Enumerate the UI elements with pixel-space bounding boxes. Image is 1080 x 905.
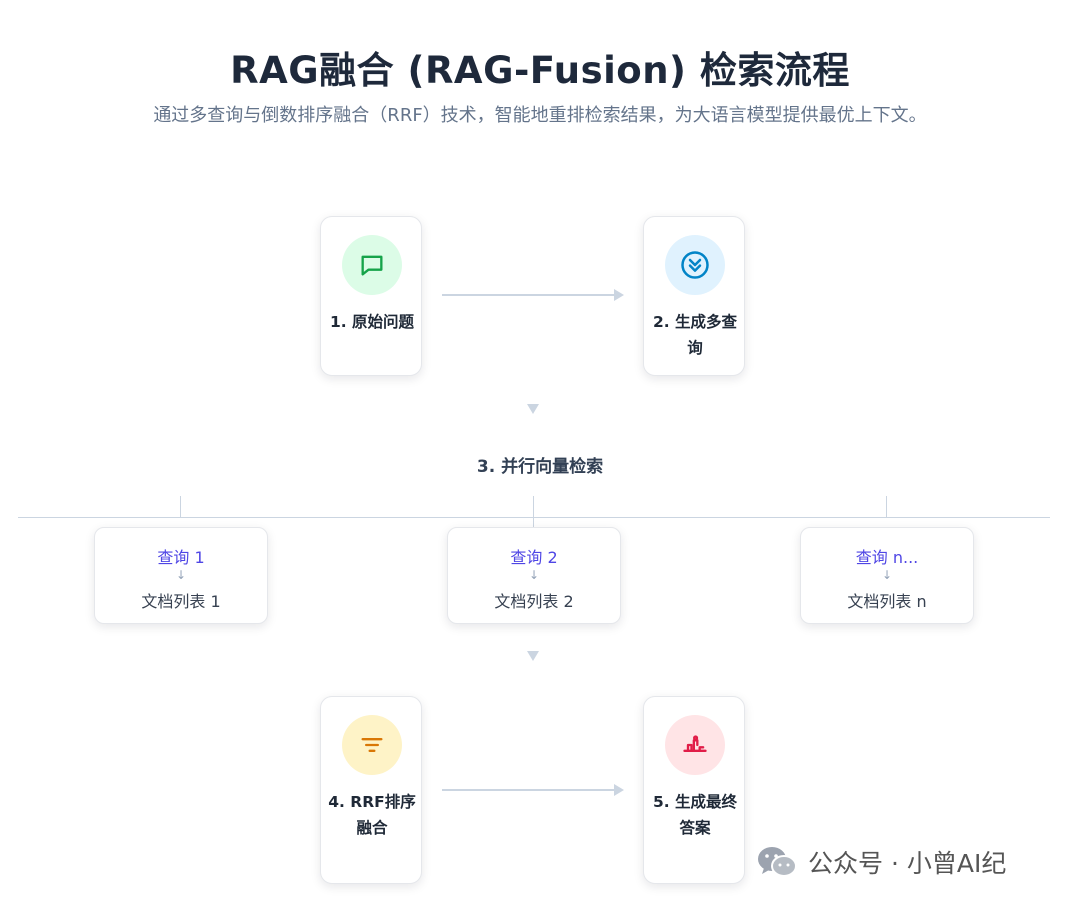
doc-list-label: 文档列表 n [847,592,927,611]
down-arrow-icon: ↓ [175,568,187,582]
step-label: 4. RRF排序融合 [328,793,416,837]
doc-list-label: 文档列表 2 [494,592,574,611]
watermark-text: 公众号 · 小曾AI纪 [808,849,1007,878]
down-arrow-icon: ↓ [881,568,893,582]
step-label: 1. 原始问题 [329,313,415,331]
filter-lines-icon [342,715,402,775]
query-card-2: 查询 2 ↓ 文档列表 2 [447,527,621,624]
page-title: RAG融合 (RAG-Fusion) 检索流程 [230,49,850,92]
branch-line [18,517,1050,518]
flow-arrow-down [527,404,539,414]
double-chevron-down-icon [665,235,725,295]
query-label: 查询 2 [510,548,558,567]
step-label-parallel-retrieval: 3. 并行向量检索 [476,457,604,477]
branch-connector [533,496,534,540]
step-card-generate-queries: 2. 生成多查询 [643,216,745,376]
flow-arrow-down [527,651,539,661]
step-label: 2. 生成多查询 [652,313,738,357]
step-label: 5. 生成最终答案 [652,793,738,837]
step-card-final-answer: 5. 生成最终答案 [643,696,745,884]
query-label: 查询 1 [157,548,205,567]
down-arrow-icon: ↓ [528,568,540,582]
query-card-1: 查询 1 ↓ 文档列表 1 [94,527,268,624]
flow-arrow [442,784,624,796]
branch-connector [180,496,181,517]
doc-list-label: 文档列表 1 [141,592,221,611]
step-card-original-question: 1. 原始问题 [320,216,422,376]
wechat-icon [758,847,797,877]
query-card-n: 查询 n... ↓ 文档列表 n [800,527,974,624]
flow-arrow [442,289,624,301]
step-card-rrf-fusion: 4. RRF排序融合 [320,696,422,884]
branch-connector [886,496,887,517]
watermark: 公众号 · 小曾AI纪 [756,842,1006,882]
brain-circuit-icon [665,715,725,775]
message-square-icon [342,235,402,295]
page-subtitle: 通过多查询与倒数排序融合（RRF）技术，智能地重排检索结果，为大语言模型提供最优… [153,105,927,126]
query-label: 查询 n... [855,548,919,567]
